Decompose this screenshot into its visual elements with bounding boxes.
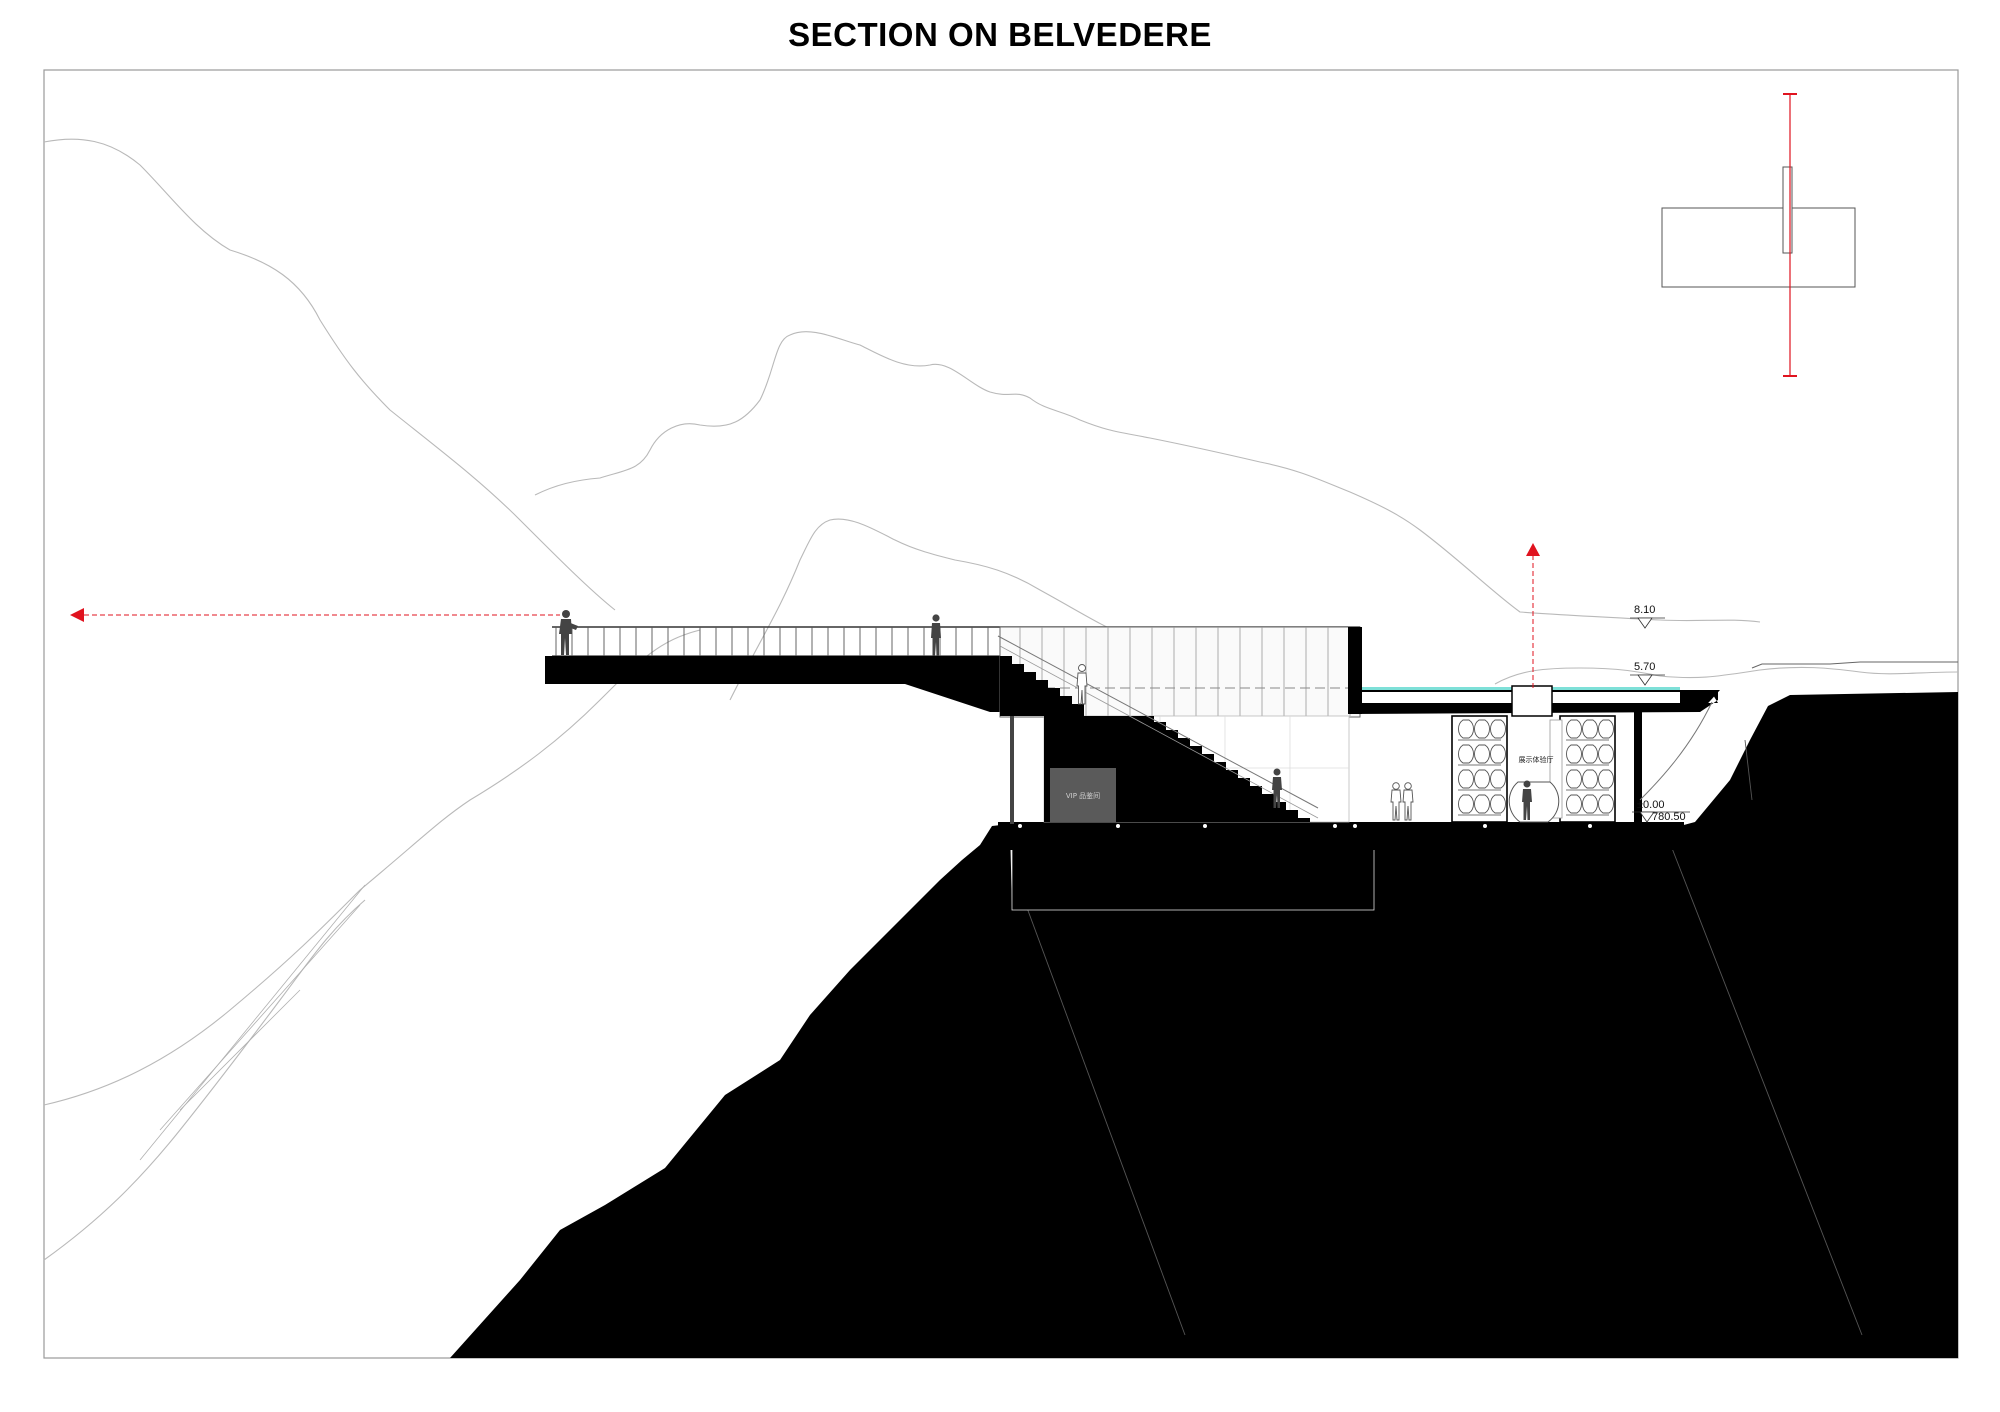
- wine-jar-icon: [1458, 794, 1474, 814]
- person-viewer-left: [559, 610, 578, 655]
- wine-jar-icon: [1490, 719, 1506, 739]
- drawing-title: SECTION ON BELVEDERE: [788, 16, 1212, 53]
- level-780-label: 780.50: [1652, 811, 1686, 823]
- contour-far-left: [43, 138, 616, 611]
- wine-jar-icon: [1458, 719, 1474, 739]
- roof-overhang-right: [1680, 690, 1720, 712]
- wine-jar-icon: [1458, 744, 1474, 764]
- wine-jar-icon: [1474, 744, 1490, 764]
- big-jar: [1508, 781, 1560, 823]
- contour-mid-ridge: [729, 518, 1131, 701]
- wine-jar-icon: [1490, 794, 1506, 814]
- stair-hall: [997, 635, 1350, 823]
- slope-hatch: [139, 884, 366, 1161]
- wine-jar-icon: [1598, 744, 1614, 764]
- cliff-ground: [450, 692, 1958, 1358]
- wine-jar-icon: [1582, 769, 1598, 789]
- wine-jar-icon: [1598, 719, 1614, 739]
- wine-jar-icon: [1566, 794, 1582, 814]
- wine-jar-icon: [1474, 769, 1490, 789]
- wine-jar-icon: [1490, 769, 1506, 789]
- view-arrow-left-icon: [70, 608, 84, 622]
- wine-jar-icon: [1582, 794, 1598, 814]
- wine-jar-icon: [1598, 769, 1614, 789]
- level-810-label: 8.10: [1634, 604, 1655, 616]
- level-marker-810: 8.10: [1630, 604, 1665, 629]
- ground-slab-step: [1010, 836, 1020, 850]
- view-line-left: [70, 608, 560, 622]
- person-on-stair: [1076, 664, 1088, 705]
- contour-right-hill: [1494, 666, 1959, 685]
- wine-jar-icon: [1566, 744, 1582, 764]
- slab-dots: [1018, 824, 1592, 828]
- display-hall-label: 展示体验厅: [1519, 755, 1554, 764]
- person-couple: [1390, 782, 1414, 821]
- vip-room-label: VIP 品鉴间: [1066, 791, 1100, 800]
- level-810-triangle-icon: [1637, 617, 1653, 629]
- view-arrow-up-icon: [1526, 543, 1540, 556]
- roof-slab: [1348, 690, 1718, 714]
- wine-jar-icon: [1474, 719, 1490, 739]
- right-edge-curve: [1639, 701, 1713, 801]
- wine-jar-icon: [1582, 719, 1598, 739]
- contour-lower-slope-2: [43, 899, 366, 1261]
- person-on-deck: [931, 614, 941, 656]
- skylight-box: [1511, 685, 1553, 717]
- right-terrace: [1751, 661, 1958, 669]
- wine-jar-icon: [1566, 719, 1582, 739]
- right-column: [1634, 712, 1642, 822]
- level-570-triangle-icon: [1637, 674, 1653, 686]
- level-000-triangle-icon: [1639, 811, 1655, 823]
- belvedere-deck: [545, 656, 1000, 712]
- level-570-label: 5.70: [1634, 661, 1655, 673]
- level-000-label: ±0.00: [1637, 799, 1664, 811]
- key-plan: [1661, 93, 1856, 377]
- person-climbing: [1272, 768, 1282, 808]
- wine-jar-icon: [1582, 744, 1598, 764]
- wine-jar-icon: [1474, 794, 1490, 814]
- wine-jar-icon: [1490, 744, 1506, 764]
- level-marker-000: ±0.00 780.50: [1632, 799, 1690, 823]
- people: [559, 610, 1532, 821]
- right-wall-upper: [1348, 627, 1362, 714]
- level-marker-570: 5.70: [1630, 661, 1665, 686]
- ground-floor-slab: [998, 822, 1684, 850]
- stair-upper: [1000, 656, 1084, 716]
- wine-jar-icon: [1566, 769, 1582, 789]
- contour-lower-slope: [43, 629, 701, 1106]
- wine-jar-icon: [1458, 769, 1474, 789]
- vip-room-box: [1050, 768, 1116, 822]
- left-column-lower: [1010, 716, 1014, 824]
- person-in-hall: [1522, 780, 1532, 820]
- view-line-up: [1526, 543, 1540, 688]
- wine-jar-icon: [1598, 794, 1614, 814]
- mountain-contours: [43, 138, 1959, 1261]
- cliff-internal-lines: [1012, 739, 1863, 1336]
- contour-main-ridge: [534, 331, 1761, 623]
